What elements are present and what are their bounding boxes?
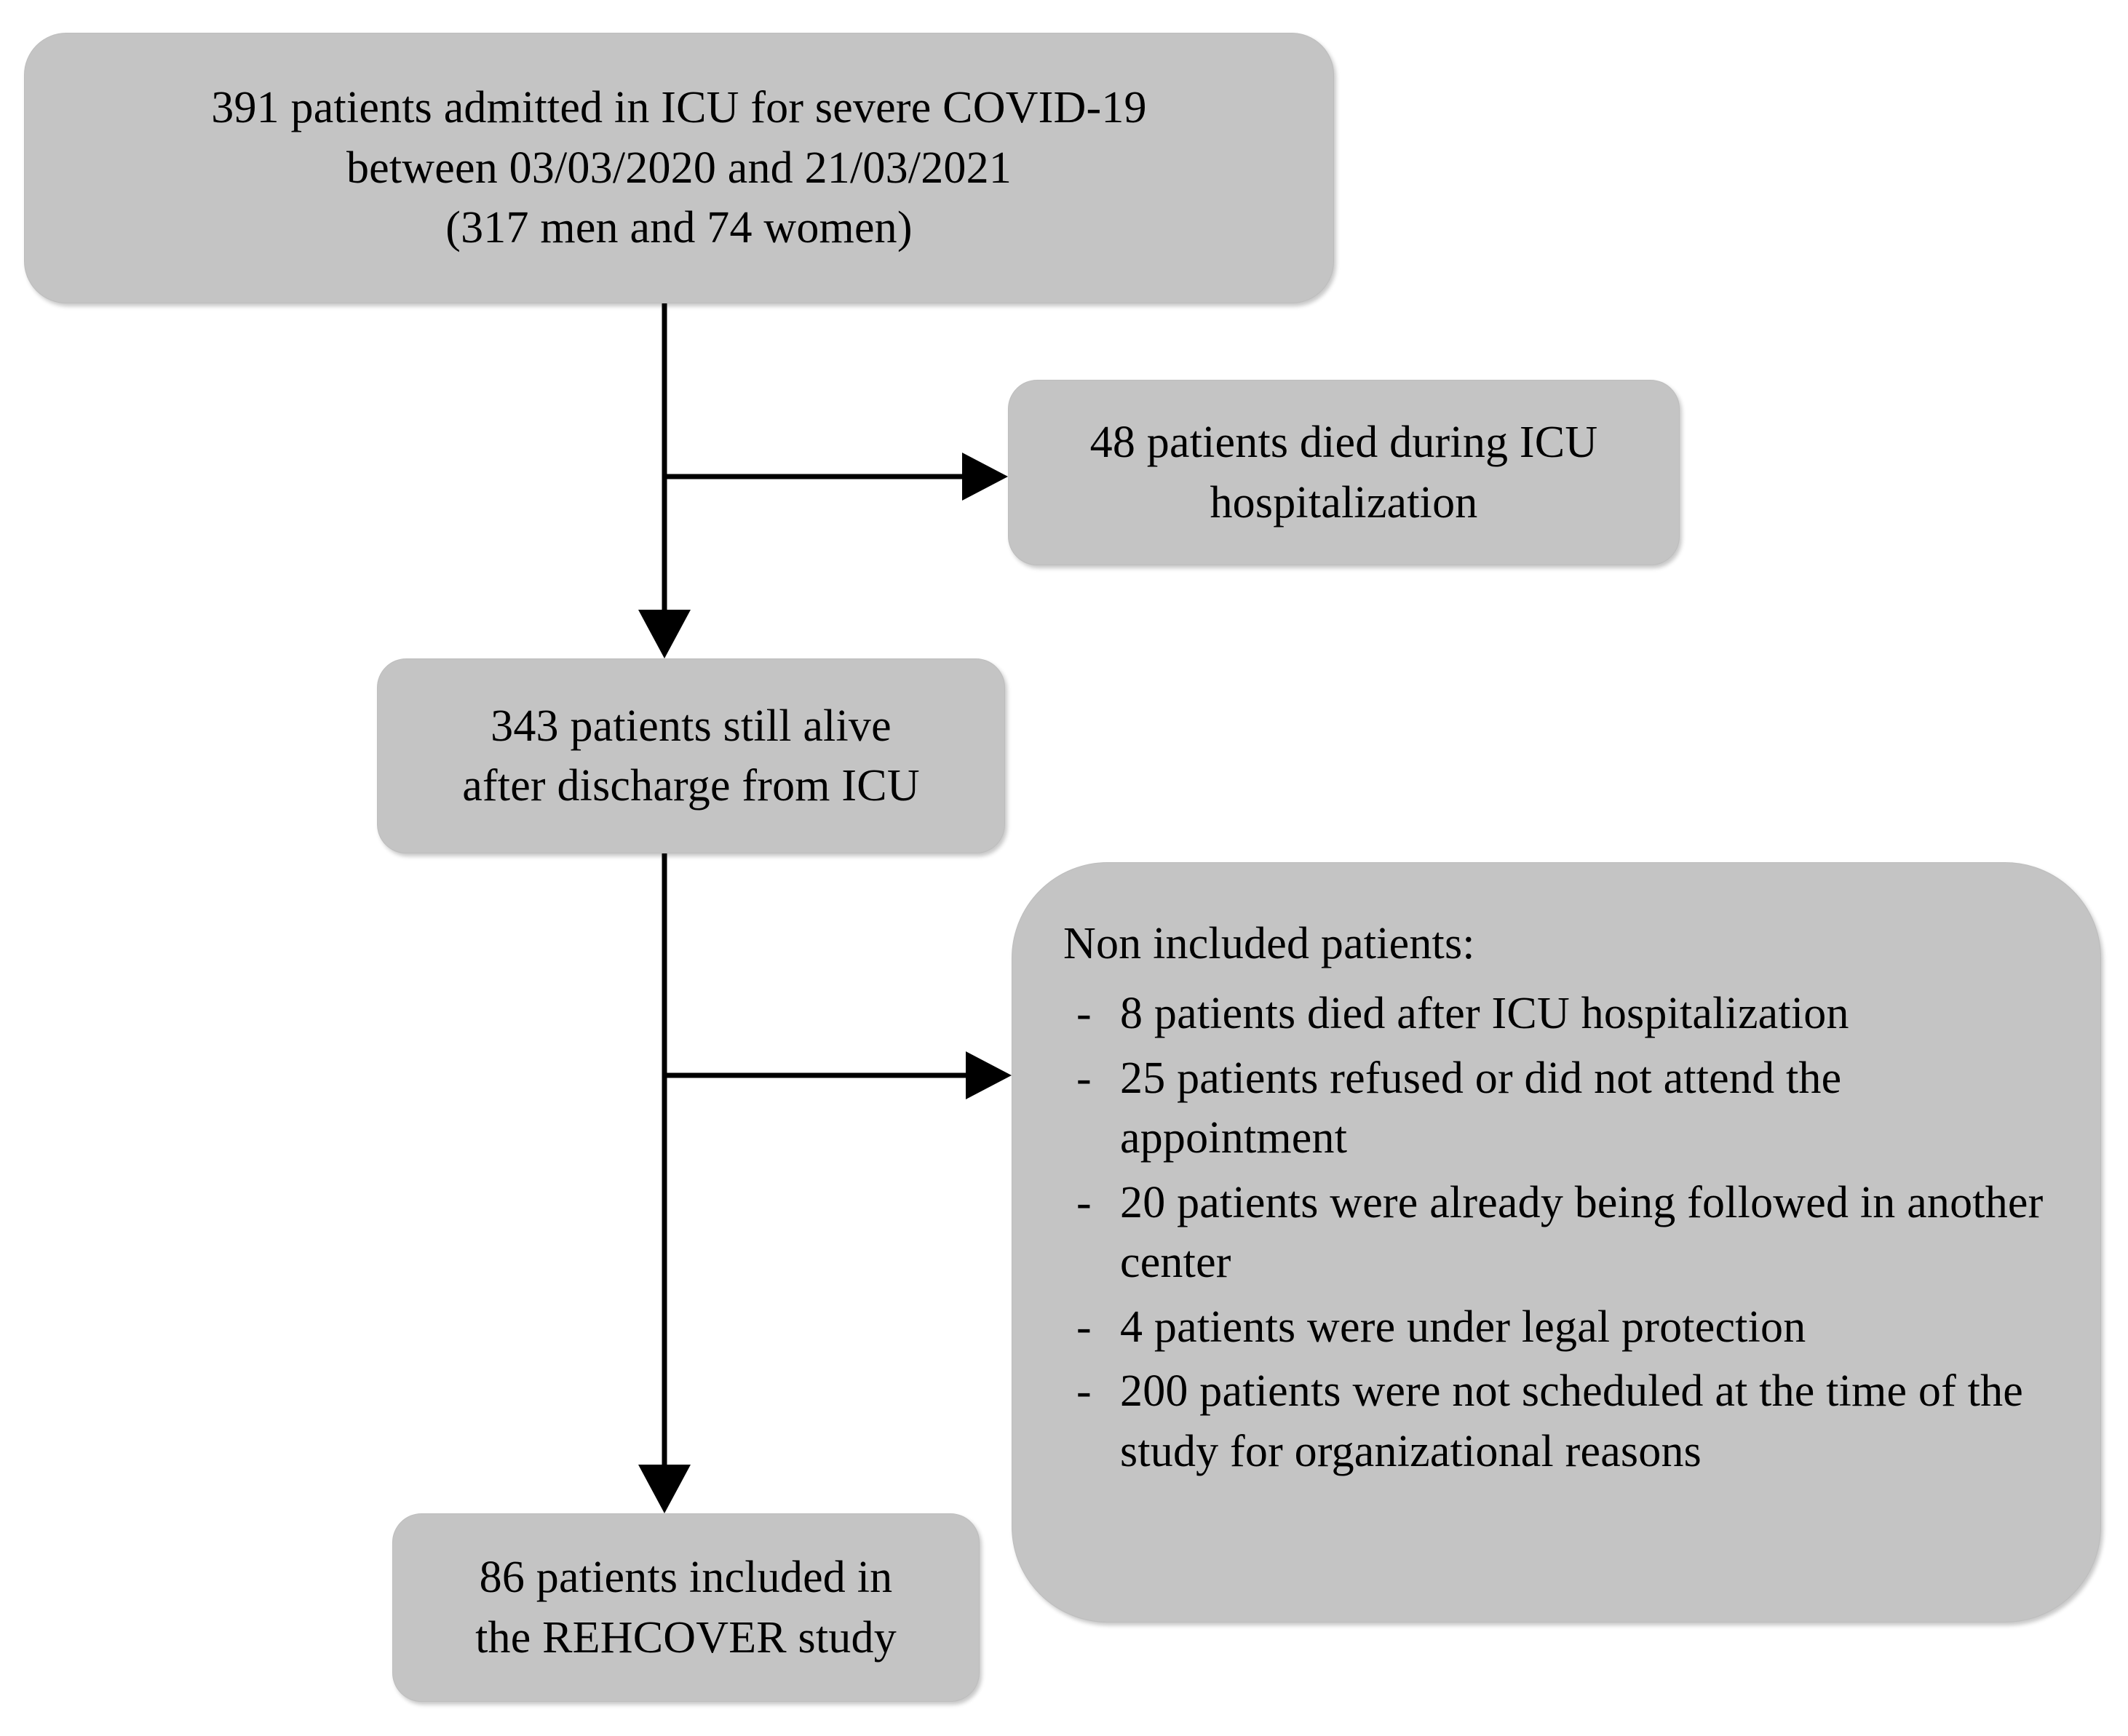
list-dash-icon: - (1076, 1366, 1092, 1417)
list-item: - 8 patients died after ICU hospitalizat… (1063, 984, 2067, 1043)
list-item-label: 200 patients were not scheduled at the t… (1120, 1366, 2024, 1476)
connector-admitted-to-alive (638, 303, 691, 658)
node-alive-after-discharge-label: 343 patients still alive after discharge… (462, 701, 920, 811)
list-dash-icon: - (1076, 989, 1092, 1039)
non-included-list: - 8 patients died after ICU hospitalizat… (1063, 984, 2067, 1481)
list-item: - 20 patients were already being followe… (1063, 1173, 2067, 1293)
list-item: - 200 patients were not scheduled at the… (1063, 1361, 2067, 1481)
node-included-in-study: 86 patients included in the REHCOVER stu… (392, 1513, 980, 1702)
connector-admitted-to-died-icu (664, 453, 1008, 501)
list-item-label: 8 patients died after ICU hospitalizatio… (1120, 989, 1849, 1039)
node-died-during-icu: 48 patients died during ICU hospitalizat… (1008, 380, 1680, 565)
list-item: - 4 patients were under legal protection (1063, 1297, 2067, 1357)
node-admitted-patients: 391 patients admitted in ICU for severe … (24, 33, 1334, 303)
list-item-label: 4 patients were under legal protection (1120, 1302, 1806, 1352)
list-dash-icon: - (1076, 1177, 1092, 1227)
connector-alive-to-included (638, 853, 691, 1513)
node-included-in-study-label: 86 patients included in the REHCOVER stu… (475, 1553, 897, 1663)
list-dash-icon: - (1076, 1302, 1092, 1352)
list-dash-icon: - (1076, 1053, 1092, 1103)
node-alive-after-discharge: 343 patients still alive after discharge… (377, 658, 1005, 853)
non-included-heading: Non included patients: (1063, 919, 1475, 968)
list-item-label: 20 patients were already being followed … (1120, 1177, 2044, 1288)
list-item-label: 25 patients refused or did not attend th… (1120, 1053, 1842, 1163)
node-died-during-icu-label: 48 patients died during ICU hospitalizat… (1089, 418, 1598, 527)
connector-alive-to-excluded (664, 1051, 1012, 1099)
node-admitted-patients-label: 391 patients admitted in ICU for severe … (211, 83, 1147, 253)
node-non-included-patients: Non included patients: - 8 patients died… (1012, 862, 2101, 1622)
list-item: - 25 patients refused or did not attend … (1063, 1048, 2067, 1168)
